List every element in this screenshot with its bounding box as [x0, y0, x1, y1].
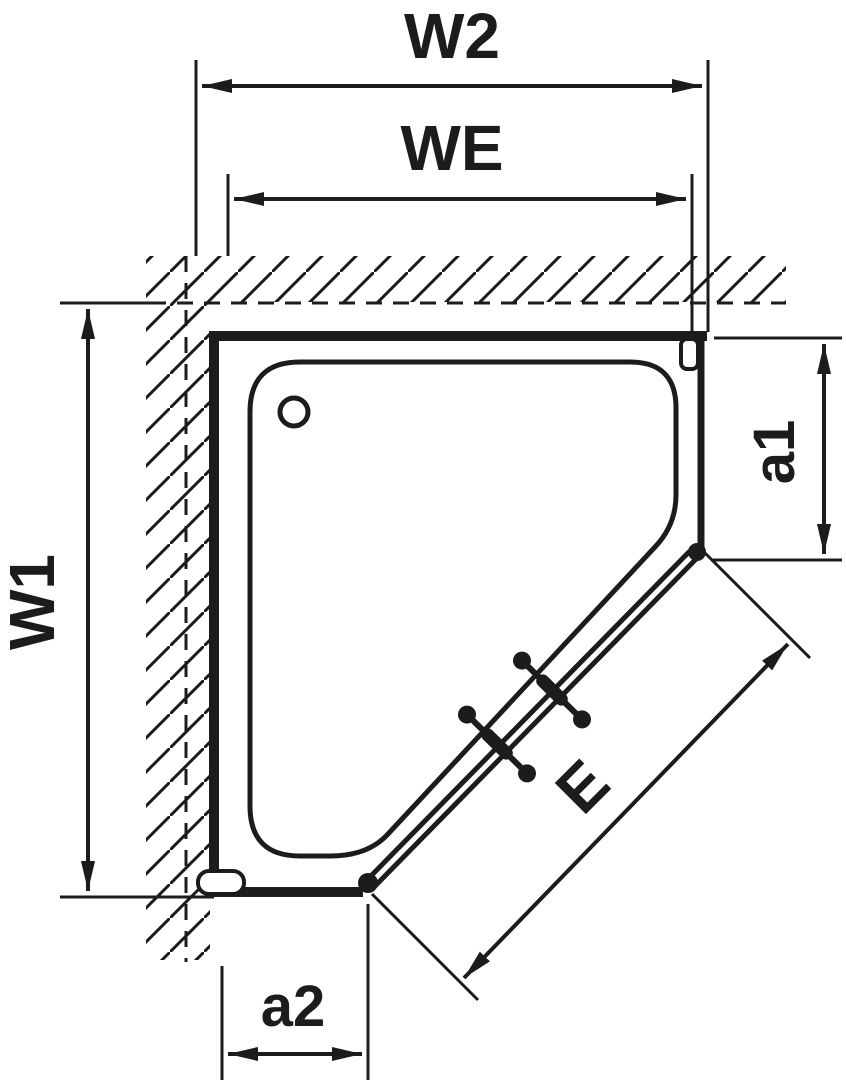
handle-knob	[518, 764, 536, 783]
wall-hatching-left	[146, 256, 210, 960]
dimension-w2: W2	[194, 0, 710, 332]
handle-knob	[458, 705, 476, 724]
label-we: WE	[400, 112, 503, 184]
door-handle-upper	[513, 651, 591, 729]
door-top-pivot	[688, 543, 706, 561]
label-e: E	[542, 746, 623, 827]
dimension-a1: a1	[712, 336, 842, 562]
wall-profile-bracket	[679, 337, 700, 371]
dimension-we: WE	[226, 112, 694, 332]
sliding-door	[358, 543, 706, 893]
door-bottom-pivot	[358, 873, 378, 893]
label-a2: a2	[261, 974, 326, 1039]
shower-tray	[247, 359, 679, 859]
label-a1: a1	[742, 420, 807, 485]
door-handle-lower	[458, 705, 536, 783]
wall-hatching-top	[210, 256, 786, 302]
drain-icon	[277, 395, 311, 429]
dimension-a2: a2	[220, 904, 370, 1080]
dimension-w1: W1	[0, 301, 214, 899]
handle-knob	[573, 710, 591, 729]
wall-dashed-lines	[150, 256, 786, 962]
handle-knob	[513, 651, 531, 670]
label-w1: W1	[0, 554, 68, 650]
label-w2: W2	[404, 0, 500, 72]
door-hinge-profile	[196, 869, 246, 896]
